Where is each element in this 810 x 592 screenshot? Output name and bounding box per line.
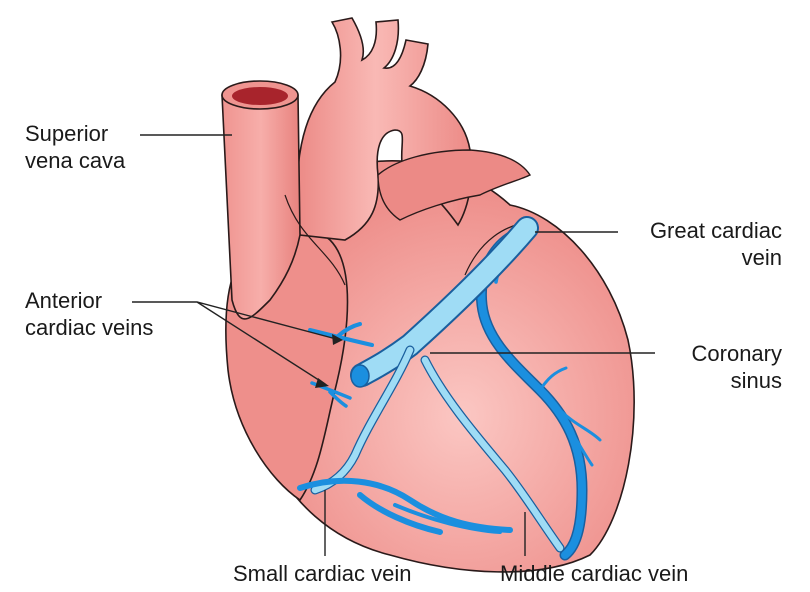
acv-line-2: cardiac veins: [25, 314, 153, 341]
svc-line-2: vena cava: [25, 147, 125, 174]
gcv-line-1: Great cardiac: [650, 217, 782, 244]
label-anterior-cardiac-veins: Anterior cardiac veins: [25, 287, 153, 341]
label-middle-cardiac-vein: Middle cardiac vein: [500, 560, 688, 587]
gcv-line-2: vein: [650, 244, 782, 271]
coronary-sinus-opening: [351, 365, 369, 387]
acv-line-1: Anterior: [25, 287, 153, 314]
label-small-cardiac-vein: Small cardiac vein: [233, 560, 412, 587]
label-coronary-sinus: Coronary sinus: [692, 340, 782, 394]
svc-line-1: Superior: [25, 120, 125, 147]
label-great-cardiac-vein: Great cardiac vein: [650, 217, 782, 271]
label-superior-vena-cava: Superior vena cava: [25, 120, 125, 174]
svc-lumen: [232, 87, 288, 105]
cs-line-2: sinus: [692, 367, 782, 394]
cs-line-1: Coronary: [692, 340, 782, 367]
